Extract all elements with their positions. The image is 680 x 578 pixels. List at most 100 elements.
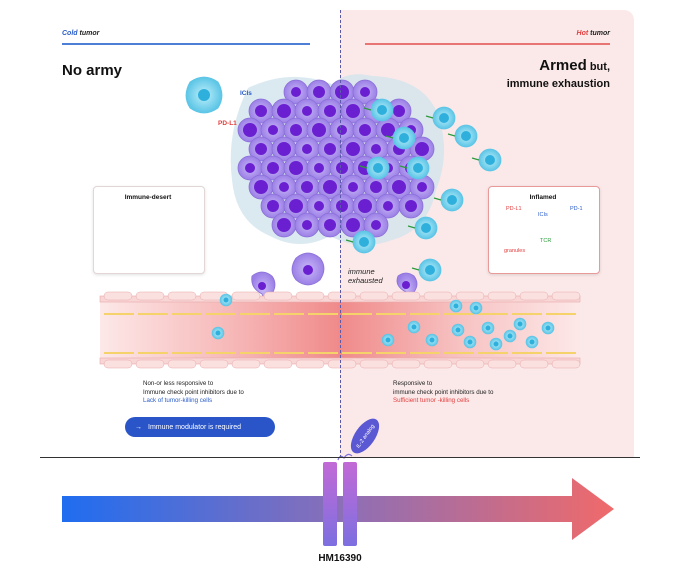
- cold-header-rule: [62, 43, 310, 45]
- tumor-cell: [386, 98, 412, 124]
- hot-caption-line2: immune check point inhibitors due to: [393, 388, 494, 396]
- hot-title-main: Armed: [539, 57, 587, 74]
- tumor-cell: [283, 193, 309, 219]
- vessel-t-cell: [481, 321, 495, 335]
- t-cell: [385, 126, 416, 150]
- tumor-cell: [375, 193, 401, 219]
- hot-caption: Responsive to immune check point inhibit…: [393, 380, 583, 406]
- cold-title: No army: [62, 62, 123, 79]
- vessel-t-cell: [449, 299, 463, 313]
- tumor-mass: [230, 74, 444, 246]
- progression-arrow: [62, 478, 614, 540]
- immune-modulator-button[interactable]: → Immune modulator is required: [125, 417, 275, 437]
- immune-exhausted-label: immune exhausted: [348, 267, 383, 285]
- cold-caption: Non-or less responsive to Immune check p…: [143, 380, 313, 406]
- hot-caption-line3: Sufficient tumor -killing cells: [393, 397, 470, 404]
- tumor-cell: [306, 155, 332, 181]
- tumor-cell: [363, 174, 389, 200]
- exhausted-line2: exhausted: [348, 276, 383, 285]
- tumor-cell: [352, 79, 378, 105]
- hot-tumor-header: Hot tumor: [365, 30, 610, 37]
- hot-header-rest: tumor: [588, 30, 610, 37]
- free-t-cell: [185, 76, 223, 114]
- hot-word: Hot: [576, 30, 589, 37]
- tumor-cell: [248, 98, 274, 124]
- inflamed-label: Inflamed: [529, 194, 557, 201]
- vessel-t-cell: [381, 333, 395, 347]
- tumor-cell: [248, 174, 274, 200]
- tumor-cell: [237, 155, 263, 181]
- immune-desert-label: Immune-desert: [124, 194, 172, 201]
- inflamed-pd1: PD-1: [570, 206, 583, 212]
- tumor-cell: [271, 174, 297, 200]
- tumor-cell: [352, 193, 378, 219]
- inflamed-granules: granules: [504, 248, 526, 254]
- inflamed-tcr: TCR: [540, 238, 552, 244]
- t-cell: [345, 230, 376, 254]
- attacking-t-cells: [345, 98, 502, 282]
- vessel-t-cell: [513, 317, 527, 331]
- t-cell: [471, 148, 502, 172]
- cold-tumor-header: Cold tumor: [62, 30, 310, 37]
- t-cell: [425, 106, 456, 130]
- immune-modulator-label: Immune modulator is required: [148, 423, 241, 431]
- tumor-cell: [352, 117, 378, 143]
- tumor-cell: [340, 136, 366, 162]
- immune-desert-box: [93, 186, 205, 274]
- tumor-cell: [260, 193, 286, 219]
- tumor-cell: [271, 212, 297, 238]
- cold-caption-line1: Non-or less responsive to: [143, 380, 214, 387]
- tumor-cell: [363, 212, 389, 238]
- vessel-t-cell: [525, 335, 539, 349]
- tumor-cell: [260, 117, 286, 143]
- vessel-t-cell: [425, 333, 439, 347]
- vessel-t-cell: [451, 323, 465, 337]
- vessel-t-cell: [463, 335, 477, 349]
- tumor-cell: [398, 193, 424, 219]
- tumor-cell: [271, 136, 297, 162]
- tumor-cell: [306, 79, 332, 105]
- cold-caption-line2: Immune check point inhibitors due to: [143, 388, 244, 396]
- tumor-cell: [317, 212, 343, 238]
- vessel-t-cell: [219, 293, 233, 307]
- icis-label: ICIs: [240, 90, 252, 97]
- cold-caption-line3: Lack of tumor-killing cells: [143, 397, 213, 404]
- cold-word: Cold: [62, 30, 78, 37]
- vessel-t-cell: [489, 337, 503, 351]
- drug-name: HM16390: [318, 553, 362, 564]
- tumor-cell: [294, 136, 320, 162]
- tumor-cell: [329, 79, 355, 105]
- t-cell: [407, 216, 438, 240]
- il2-analog-icon: [350, 418, 380, 454]
- inflamed-icis: ICIs: [538, 212, 548, 218]
- hot-title-rest: but,: [586, 61, 610, 73]
- pdl1-label: PD-L1: [218, 120, 237, 127]
- vessel-t-cell: [503, 329, 517, 343]
- tumor-cell: [283, 79, 309, 105]
- hot-title: Armed but, immune exhaustion: [450, 58, 610, 92]
- tumor-cell: [409, 174, 435, 200]
- tumor-cell: [237, 117, 263, 143]
- vessel-t-cell: [211, 326, 225, 340]
- tumor-cell: [340, 98, 366, 124]
- hot-header-rule: [365, 43, 610, 45]
- tumor-cell: [306, 117, 332, 143]
- t-cell: [359, 156, 390, 180]
- receptor-icon: [323, 453, 357, 546]
- inflamed-pdl1: PD-L1: [506, 206, 522, 212]
- tumor-cell: [329, 155, 355, 181]
- hot-caption-line1: Responsive to: [393, 380, 433, 387]
- t-cell: [411, 258, 442, 282]
- tumor-cell: [294, 174, 320, 200]
- tumor-cell: [294, 212, 320, 238]
- t-cell: [433, 188, 464, 212]
- tumor-cell: [340, 212, 366, 238]
- t-cell: [447, 124, 478, 148]
- tumor-cell: [386, 174, 412, 200]
- vessel-t-cell: [407, 320, 421, 334]
- tumor-cell: [329, 193, 355, 219]
- cold-header-rest: tumor: [77, 30, 100, 37]
- arrow-right-icon: →: [135, 423, 142, 431]
- t-cell: [399, 156, 430, 180]
